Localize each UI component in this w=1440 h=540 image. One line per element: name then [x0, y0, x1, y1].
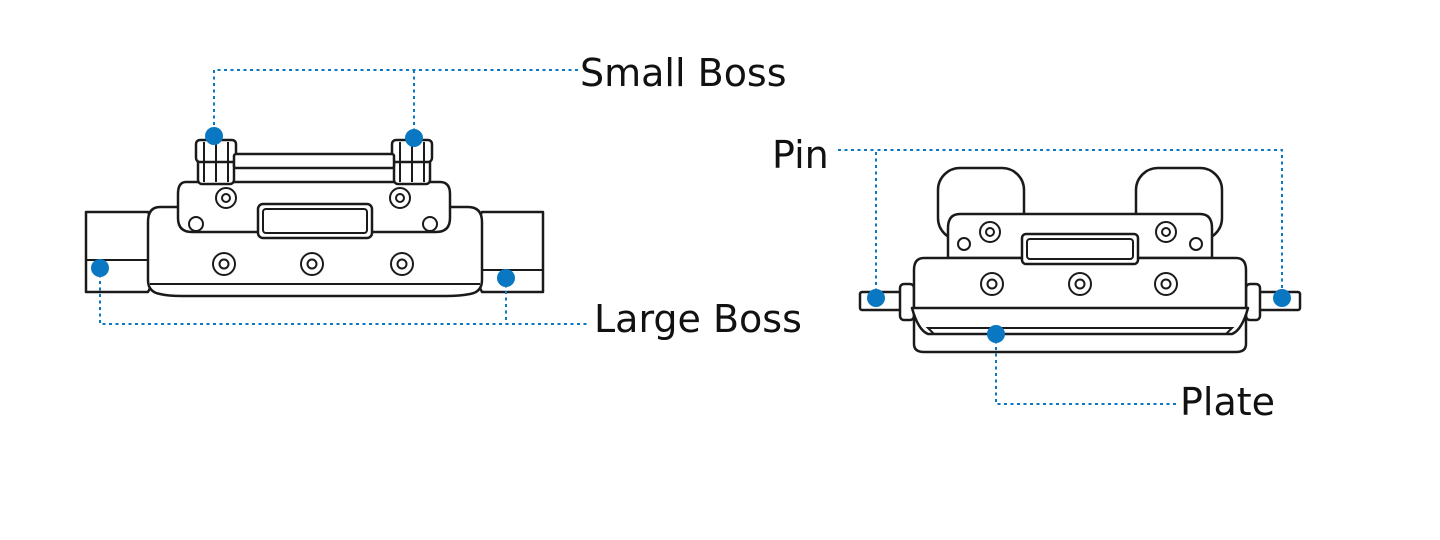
right-device-screws [979, 221, 1178, 296]
plate [910, 306, 1250, 336]
callout-dots [91, 127, 1291, 343]
left-device [84, 138, 545, 298]
right-device-window [1020, 232, 1140, 266]
right-device [858, 166, 1302, 354]
dot-plate [987, 325, 1005, 343]
leader-plate [995, 334, 1176, 405]
dot-pin-left [867, 289, 885, 307]
leader-small-boss [213, 69, 578, 138]
dot-large-boss-right [497, 269, 515, 287]
dot-large-boss-left [91, 259, 109, 277]
leader-pin [875, 149, 1283, 298]
left-device-screws [212, 187, 414, 276]
small-boss-left [194, 138, 238, 186]
left-device-window [256, 202, 374, 240]
label-plate: Plate [1180, 380, 1275, 424]
dot-small-boss-right [405, 129, 423, 147]
small-boss-right [390, 138, 434, 186]
dot-small-boss-left [205, 127, 223, 145]
dot-pin-right [1273, 289, 1291, 307]
label-pin: Pin [772, 133, 829, 177]
label-large-boss: Large Boss [594, 297, 802, 341]
large-boss-left [84, 210, 154, 294]
label-small-boss: Small Boss [580, 51, 787, 95]
